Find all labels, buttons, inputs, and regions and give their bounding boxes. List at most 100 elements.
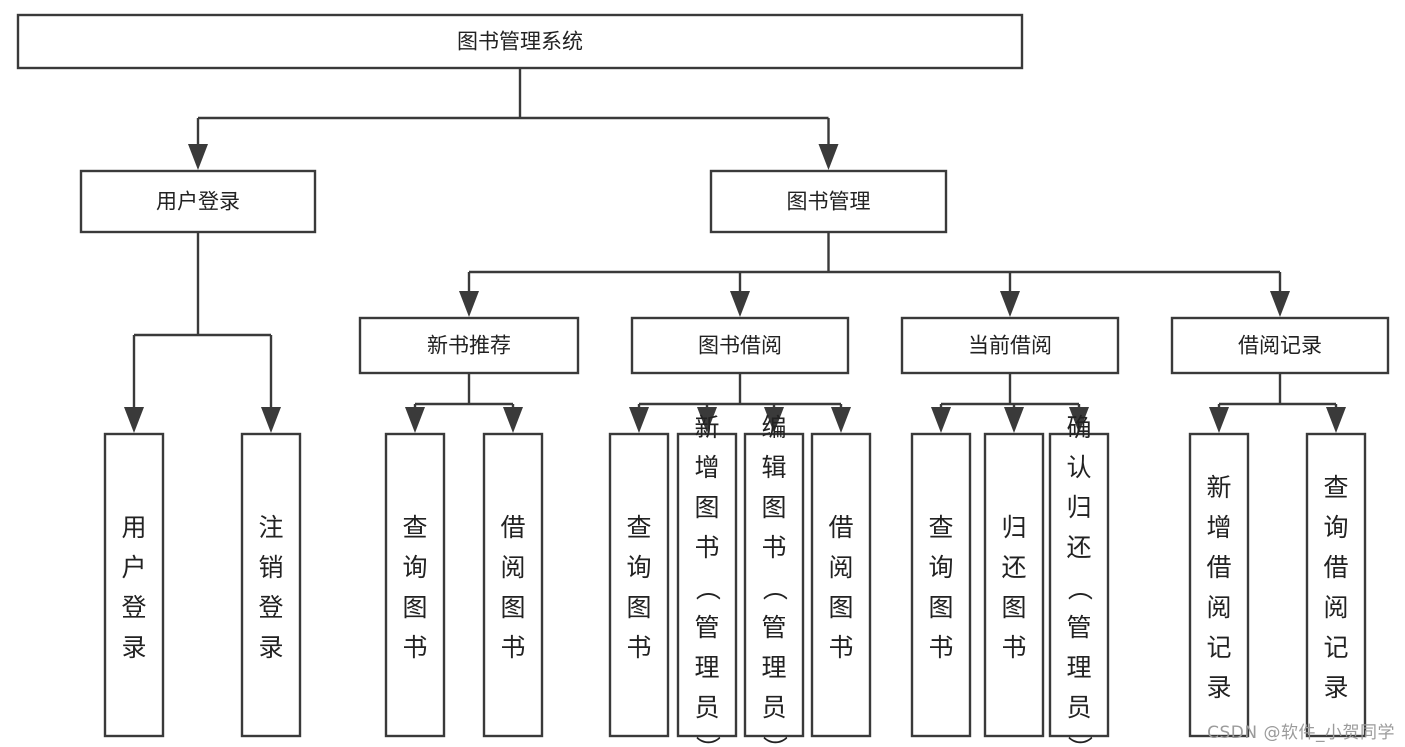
node-label-char: 增	[694, 453, 719, 482]
connector-arrowhead	[1209, 407, 1229, 433]
connector-arrowhead	[1069, 407, 1089, 433]
connector-arrowhead	[730, 291, 750, 317]
node-box	[103, 432, 165, 738]
node-label-char: 录	[258, 633, 283, 662]
connector-arrowhead	[697, 407, 717, 433]
node-label-char: 员	[1066, 693, 1091, 722]
node-label-char: 借	[1323, 553, 1348, 582]
node-login[interactable]: 用户登录	[79, 169, 317, 234]
connector-arrowhead	[831, 407, 851, 433]
connector-arrowhead	[124, 407, 144, 433]
node-label-char: 理	[761, 653, 786, 682]
node-label-char: 确	[1066, 413, 1091, 442]
node-label-char: ）	[693, 736, 722, 747]
node-label-char: 归	[1066, 493, 1091, 522]
node-label-char: 录	[121, 633, 146, 662]
node-label-char: 登	[121, 593, 146, 622]
connector-group-current	[931, 373, 1089, 433]
node-label-char: 理	[694, 653, 719, 682]
connector-arrowhead	[1270, 291, 1290, 317]
connector-arrowhead	[1004, 407, 1024, 433]
node-label-char: 书	[694, 533, 719, 562]
node-label-char: 图	[828, 593, 853, 622]
node-label-char: 书	[402, 633, 427, 662]
node-box	[1188, 432, 1250, 738]
node-box	[743, 432, 805, 738]
connector-arrowhead	[405, 407, 425, 433]
node-label-char: 查	[402, 513, 427, 542]
node-label: 新书推荐	[427, 334, 511, 358]
node-label-char: 书	[500, 633, 525, 662]
node-box	[240, 432, 302, 738]
connector-arrowhead	[764, 407, 784, 433]
node-label-char: 图	[500, 593, 525, 622]
connector-group-record	[1209, 373, 1346, 433]
node-box	[482, 432, 544, 738]
node-newbook[interactable]: 新书推荐	[358, 316, 580, 375]
node-record[interactable]: 借阅记录	[1170, 316, 1390, 375]
node-label-char: 户	[121, 553, 146, 582]
connector-arrowhead	[1326, 407, 1346, 433]
node-label-char: 用	[121, 513, 146, 542]
node-label-char: 询	[1323, 513, 1348, 542]
node-label: 图书管理	[787, 190, 871, 214]
node-label-char: 图	[402, 593, 427, 622]
node-box	[709, 169, 948, 234]
node-box	[630, 316, 850, 375]
node-label-char: 书	[626, 633, 651, 662]
node-label-char: 阅	[500, 553, 525, 582]
node-label-char: 图	[761, 493, 786, 522]
connectors-layer	[124, 68, 1346, 433]
node-label-char: 管	[694, 613, 719, 642]
node-label: 当前借阅	[968, 334, 1052, 358]
connector-arrowhead	[818, 144, 839, 170]
node-current[interactable]: 当前借阅	[900, 316, 1120, 375]
node-label: 图书管理系统	[457, 30, 583, 54]
node-label-char: 询	[626, 553, 651, 582]
connector-arrowhead	[1000, 291, 1020, 317]
node-label-char: 书	[828, 633, 853, 662]
connector-arrowhead	[931, 407, 951, 433]
node-label-char: 图	[928, 593, 953, 622]
node-label-char: ）	[1065, 736, 1094, 747]
node-label-char: 阅	[1206, 593, 1231, 622]
node-label-char: 查	[1323, 473, 1348, 502]
node-label-char: （	[760, 576, 789, 601]
node-box	[1305, 432, 1367, 738]
node-label: 借阅记录	[1238, 334, 1322, 358]
node-label-char: 借	[500, 513, 525, 542]
node-box	[16, 13, 1024, 70]
node-borrow[interactable]: 图书借阅	[630, 316, 850, 375]
node-label-char: 书	[761, 533, 786, 562]
node-label-char: 记	[1323, 633, 1348, 662]
node-label: 用户登录	[156, 190, 240, 214]
node-box	[676, 432, 738, 738]
node-label-char: 还	[1001, 553, 1026, 582]
node-label-char: 销	[258, 553, 283, 582]
node-root[interactable]: 图书管理系统	[16, 13, 1024, 70]
node-bookmgmt[interactable]: 图书管理	[709, 169, 948, 234]
node-box	[79, 169, 317, 234]
node-label-char: 书	[928, 633, 953, 662]
node-label-char: （	[693, 576, 722, 601]
connector-arrowhead	[503, 407, 523, 433]
node-label-char: 归	[1001, 513, 1026, 542]
node-label-char: （	[1065, 576, 1094, 601]
node-label-char: 员	[761, 693, 786, 722]
node-label-char: 理	[1066, 653, 1091, 682]
node-leaf-user-login[interactable]: 用户登录	[103, 432, 165, 738]
node-label-char: 阅	[828, 553, 853, 582]
